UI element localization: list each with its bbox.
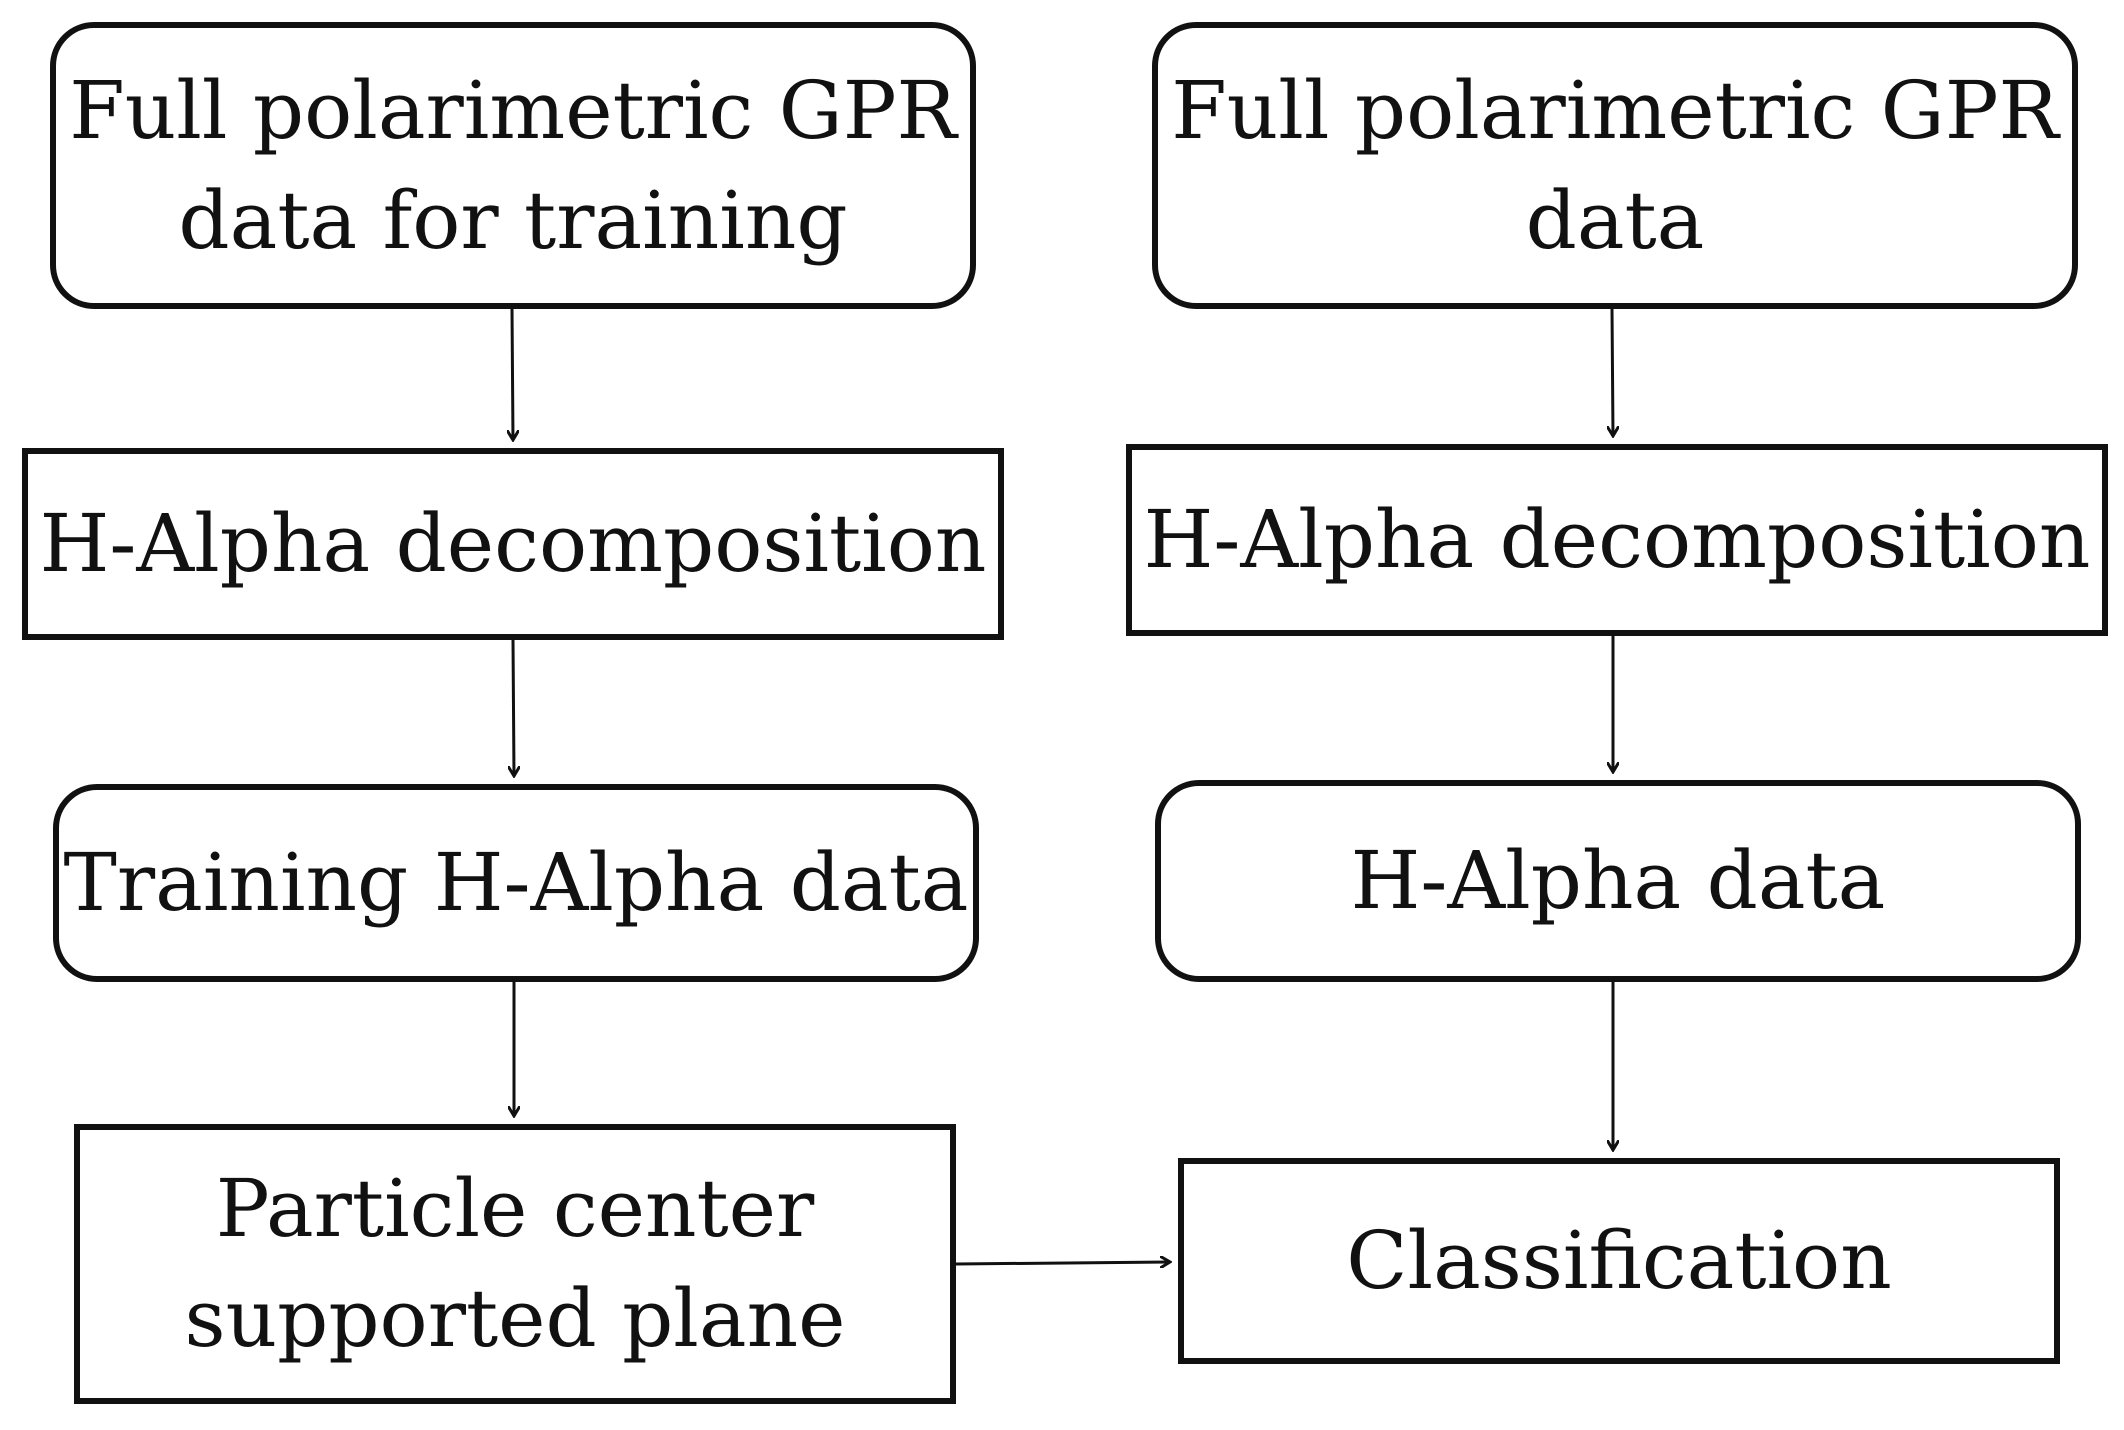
arrow-left-decomposition-to-result bbox=[513, 639, 514, 776]
node-left-h-alpha-decomposition-label: H-Alpha decomposition bbox=[39, 497, 987, 591]
node-classification: Classification bbox=[1178, 1158, 2060, 1364]
node-training-h-alpha-data: Training H-Alpha data bbox=[53, 784, 979, 982]
arrow-plane-to-classification bbox=[955, 1262, 1170, 1264]
node-left-h-alpha-decomposition: H-Alpha decomposition bbox=[22, 448, 1004, 640]
node-h-alpha-data-label: H-Alpha data bbox=[1350, 834, 1886, 928]
node-h-alpha-data: H-Alpha data bbox=[1155, 780, 2081, 982]
node-training-h-alpha-data-label: Training H-Alpha data bbox=[63, 836, 969, 930]
node-right-h-alpha-decomposition: H-Alpha decomposition bbox=[1126, 444, 2108, 636]
arrow-left-input-to-decomposition bbox=[512, 308, 513, 440]
node-right-h-alpha-decomposition-label: H-Alpha decomposition bbox=[1143, 493, 2091, 587]
node-classification-label: Classification bbox=[1346, 1214, 1892, 1308]
arrow-right-input-to-decomposition bbox=[1612, 308, 1613, 436]
